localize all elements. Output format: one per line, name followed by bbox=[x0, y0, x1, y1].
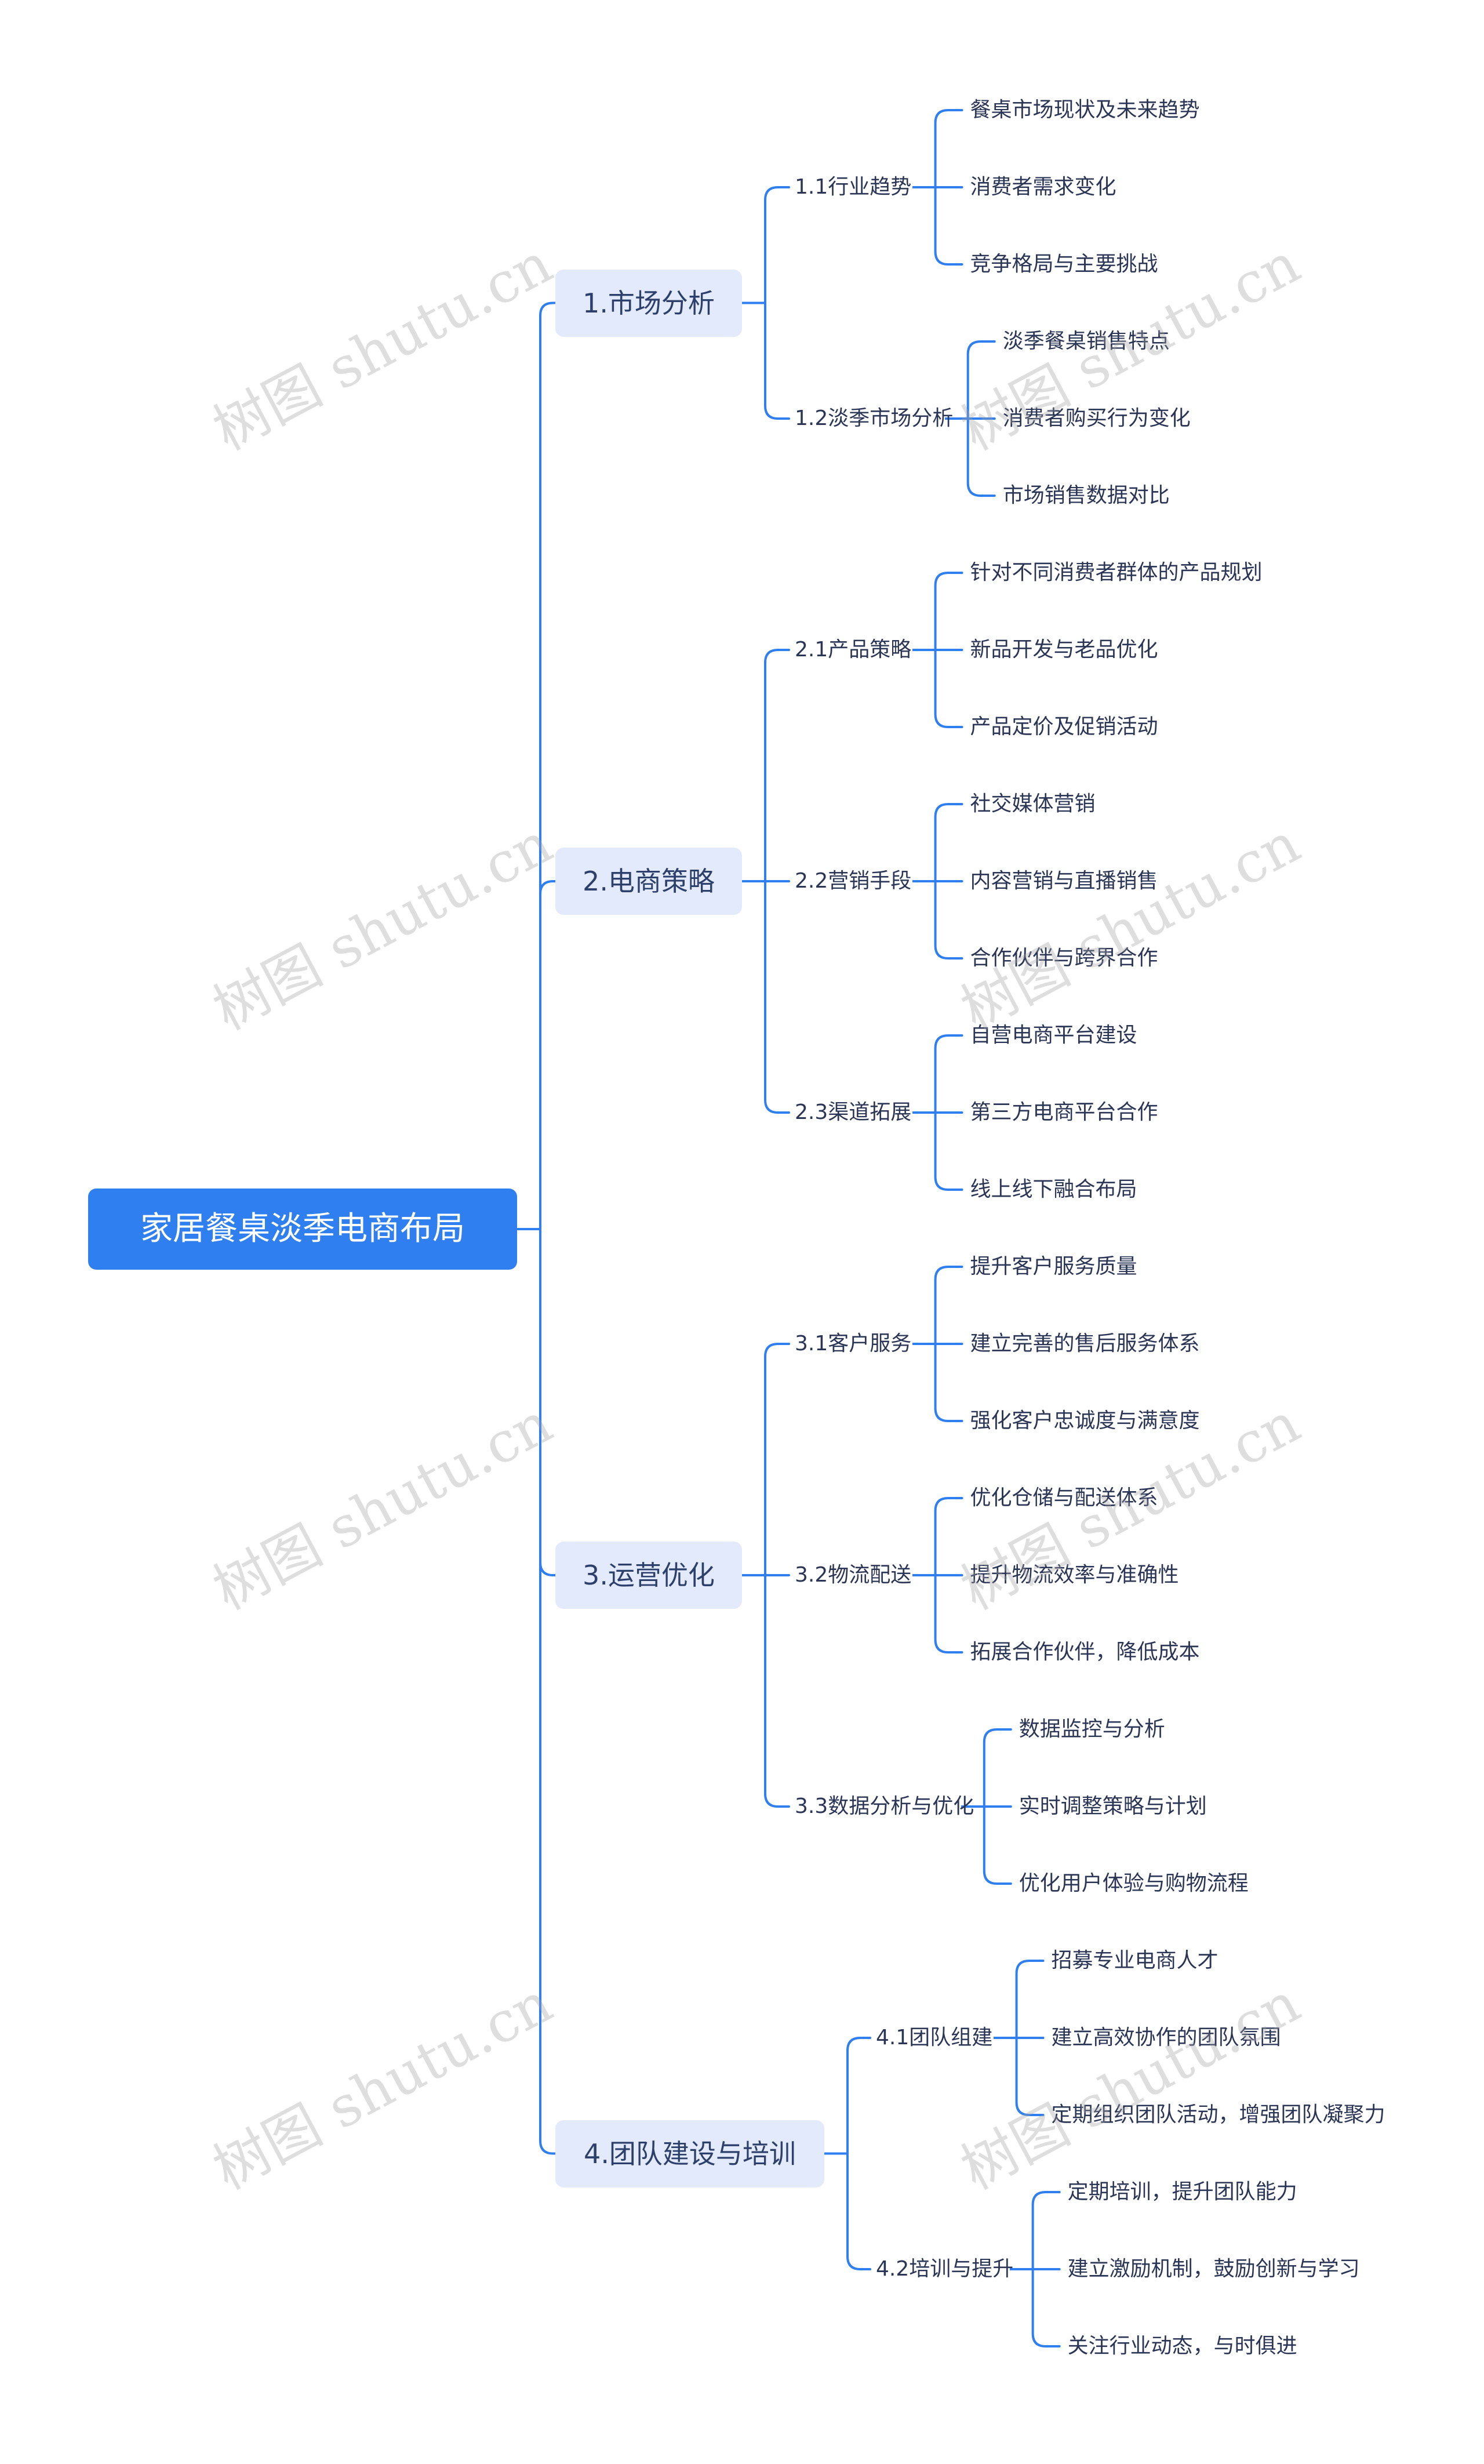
connector-root-link-1 bbox=[539, 880, 556, 1230]
connector-1-2-link-0 bbox=[966, 340, 996, 420]
connector-3-link-2 bbox=[764, 1574, 790, 1808]
connector-1-1-link-2 bbox=[934, 186, 963, 266]
branch-1-sub-1[interactable]: 1.1行业趋势 bbox=[791, 170, 912, 205]
branch-2-sub-1[interactable]: 2.1产品策略 bbox=[791, 633, 912, 667]
branch-3-sub-3-item-1[interactable]: 数据监控与分析 bbox=[1019, 1717, 1165, 1741]
branch-4-sub-1-item-1[interactable]: 招募专业电商人才 bbox=[1051, 1949, 1219, 1972]
branch-1-sub-2-item-2[interactable]: 消费者购买行为变化 bbox=[1002, 406, 1191, 430]
branch-1-sub-2-item-1[interactable]: 淡季餐桌销售特点 bbox=[1002, 329, 1170, 353]
connector-2-3-link-0 bbox=[934, 1034, 963, 1114]
branch-2-sub-3-item-3[interactable]: 线上线下融合布局 bbox=[970, 1178, 1137, 1201]
connector-2-link-2 bbox=[764, 880, 790, 1114]
branch-2-sub-1-item-3[interactable]: 产品定价及促销活动 bbox=[970, 715, 1158, 739]
branch-3-sub-3[interactable]: 3.3数据分析与优化 bbox=[791, 1789, 974, 1824]
connector-3-2-link-2 bbox=[934, 1574, 963, 1653]
connector-2-1-link-2 bbox=[934, 649, 963, 728]
branch-2-sub-3-item-2[interactable]: 第三方电商平台合作 bbox=[970, 1100, 1158, 1124]
connector-1-2-link-2 bbox=[966, 417, 996, 497]
connector-4-2-link-0 bbox=[1031, 2191, 1061, 2270]
branch-2-sub-2[interactable]: 2.2营销手段 bbox=[791, 864, 912, 899]
branch-3-sub-2-item-3[interactable]: 拓展合作伙伴，降低成本 bbox=[970, 1640, 1200, 1664]
branch-1-sub-1-item-1[interactable]: 餐桌市场现状及未来趋势 bbox=[970, 98, 1200, 122]
connector-root-link-0 bbox=[539, 301, 556, 1230]
branch-4-sub-2[interactable]: 4.2培训与提升 bbox=[872, 2252, 1013, 2287]
connector-root-link-2 bbox=[539, 1228, 556, 1576]
branch-2-sub-2-item-2[interactable]: 内容营销与直播销售 bbox=[970, 869, 1158, 893]
branch-1-sub-1-item-2[interactable]: 消费者需求变化 bbox=[970, 175, 1116, 199]
connector-3-link-0 bbox=[764, 1343, 790, 1576]
branch-4-sub-1-item-3[interactable]: 定期组织团队活动，增强团队凝聚力 bbox=[1051, 2103, 1385, 2127]
connector-4-1-link-2 bbox=[1015, 2037, 1045, 2116]
branch-1-sub-2[interactable]: 1.2淡季市场分析 bbox=[791, 401, 953, 436]
branch-1[interactable]: 1.市场分析 bbox=[555, 269, 742, 337]
branch-3-sub-1-item-1[interactable]: 提升客户服务质量 bbox=[970, 1255, 1137, 1278]
branch-3-sub-1-item-3[interactable]: 强化客户忠诚度与满意度 bbox=[970, 1409, 1200, 1433]
branch-4-sub-2-item-2[interactable]: 建立激励机制，鼓励创新与学习 bbox=[1067, 2257, 1360, 2281]
branch-3-sub-3-item-2[interactable]: 实时调整策略与计划 bbox=[1019, 1794, 1207, 1818]
connector-2-3-link-2 bbox=[934, 1111, 963, 1191]
branch-4-sub-1-item-2[interactable]: 建立高效协作的团队氛围 bbox=[1051, 2026, 1281, 2049]
connector-root-link-3 bbox=[539, 1228, 556, 2155]
connector-2-1-link-0 bbox=[934, 572, 963, 651]
connector-3-2-link-0 bbox=[934, 1497, 963, 1576]
connector-4-link-1 bbox=[846, 2152, 871, 2270]
branch-4-sub-2-item-3[interactable]: 关注行业动态，与时俱进 bbox=[1067, 2334, 1297, 2358]
branch-2-sub-1-item-2[interactable]: 新品开发与老品优化 bbox=[970, 638, 1158, 662]
branch-3-sub-1-item-2[interactable]: 建立完善的售后服务体系 bbox=[970, 1332, 1200, 1355]
branch-2-sub-2-item-1[interactable]: 社交媒体营销 bbox=[970, 792, 1096, 816]
connector-2-2-link-2 bbox=[934, 880, 963, 960]
connector-1-link-0 bbox=[764, 186, 790, 304]
branch-3-sub-3-item-3[interactable]: 优化用户体验与购物流程 bbox=[1019, 1871, 1249, 1895]
connector-4-1-link-0 bbox=[1015, 1960, 1045, 2039]
branch-4[interactable]: 4.团队建设与培训 bbox=[555, 2120, 824, 2187]
branch-3-sub-2-item-2[interactable]: 提升物流效率与准确性 bbox=[970, 1563, 1179, 1587]
connector-1-link-1 bbox=[764, 301, 790, 420]
branch-2-sub-3[interactable]: 2.3渠道拓展 bbox=[791, 1095, 912, 1130]
branch-2-sub-1-item-1[interactable]: 针对不同消费者群体的产品规划 bbox=[970, 561, 1263, 584]
branch-3[interactable]: 3.运营优化 bbox=[555, 1542, 742, 1609]
connector-3-1-link-2 bbox=[934, 1343, 963, 1422]
branch-2-sub-3-item-1[interactable]: 自营电商平台建设 bbox=[970, 1023, 1137, 1047]
branch-3-sub-2-item-1[interactable]: 优化仓储与配送体系 bbox=[970, 1486, 1158, 1510]
connector-2-link-0 bbox=[764, 649, 790, 882]
branch-1-sub-1-item-3[interactable]: 竞争格局与主要挑战 bbox=[970, 252, 1158, 276]
connector-4-2-link-2 bbox=[1031, 2268, 1061, 2347]
branch-3-sub-1[interactable]: 3.1客户服务 bbox=[791, 1327, 912, 1361]
connector-3-3-link-0 bbox=[983, 1728, 1012, 1808]
connector-4-link-0 bbox=[846, 2037, 871, 2155]
branch-4-sub-1[interactable]: 4.1团队组建 bbox=[872, 2020, 994, 2055]
branch-2[interactable]: 2.电商策略 bbox=[555, 848, 742, 915]
connector-3-1-link-0 bbox=[934, 1266, 963, 1345]
branch-1-sub-2-item-3[interactable]: 市场销售数据对比 bbox=[1002, 484, 1170, 507]
root-node[interactable]: 家居餐桌淡季电商布局 bbox=[88, 1189, 517, 1270]
connector-2-2-link-0 bbox=[934, 803, 963, 882]
connector-1-1-link-0 bbox=[934, 109, 963, 188]
connector-3-3-link-2 bbox=[983, 1805, 1012, 1885]
branch-4-sub-2-item-1[interactable]: 定期培训，提升团队能力 bbox=[1067, 2180, 1297, 2204]
branch-3-sub-2[interactable]: 3.2物流配送 bbox=[791, 1558, 912, 1593]
branch-2-sub-2-item-3[interactable]: 合作伙伴与跨界合作 bbox=[970, 946, 1158, 970]
